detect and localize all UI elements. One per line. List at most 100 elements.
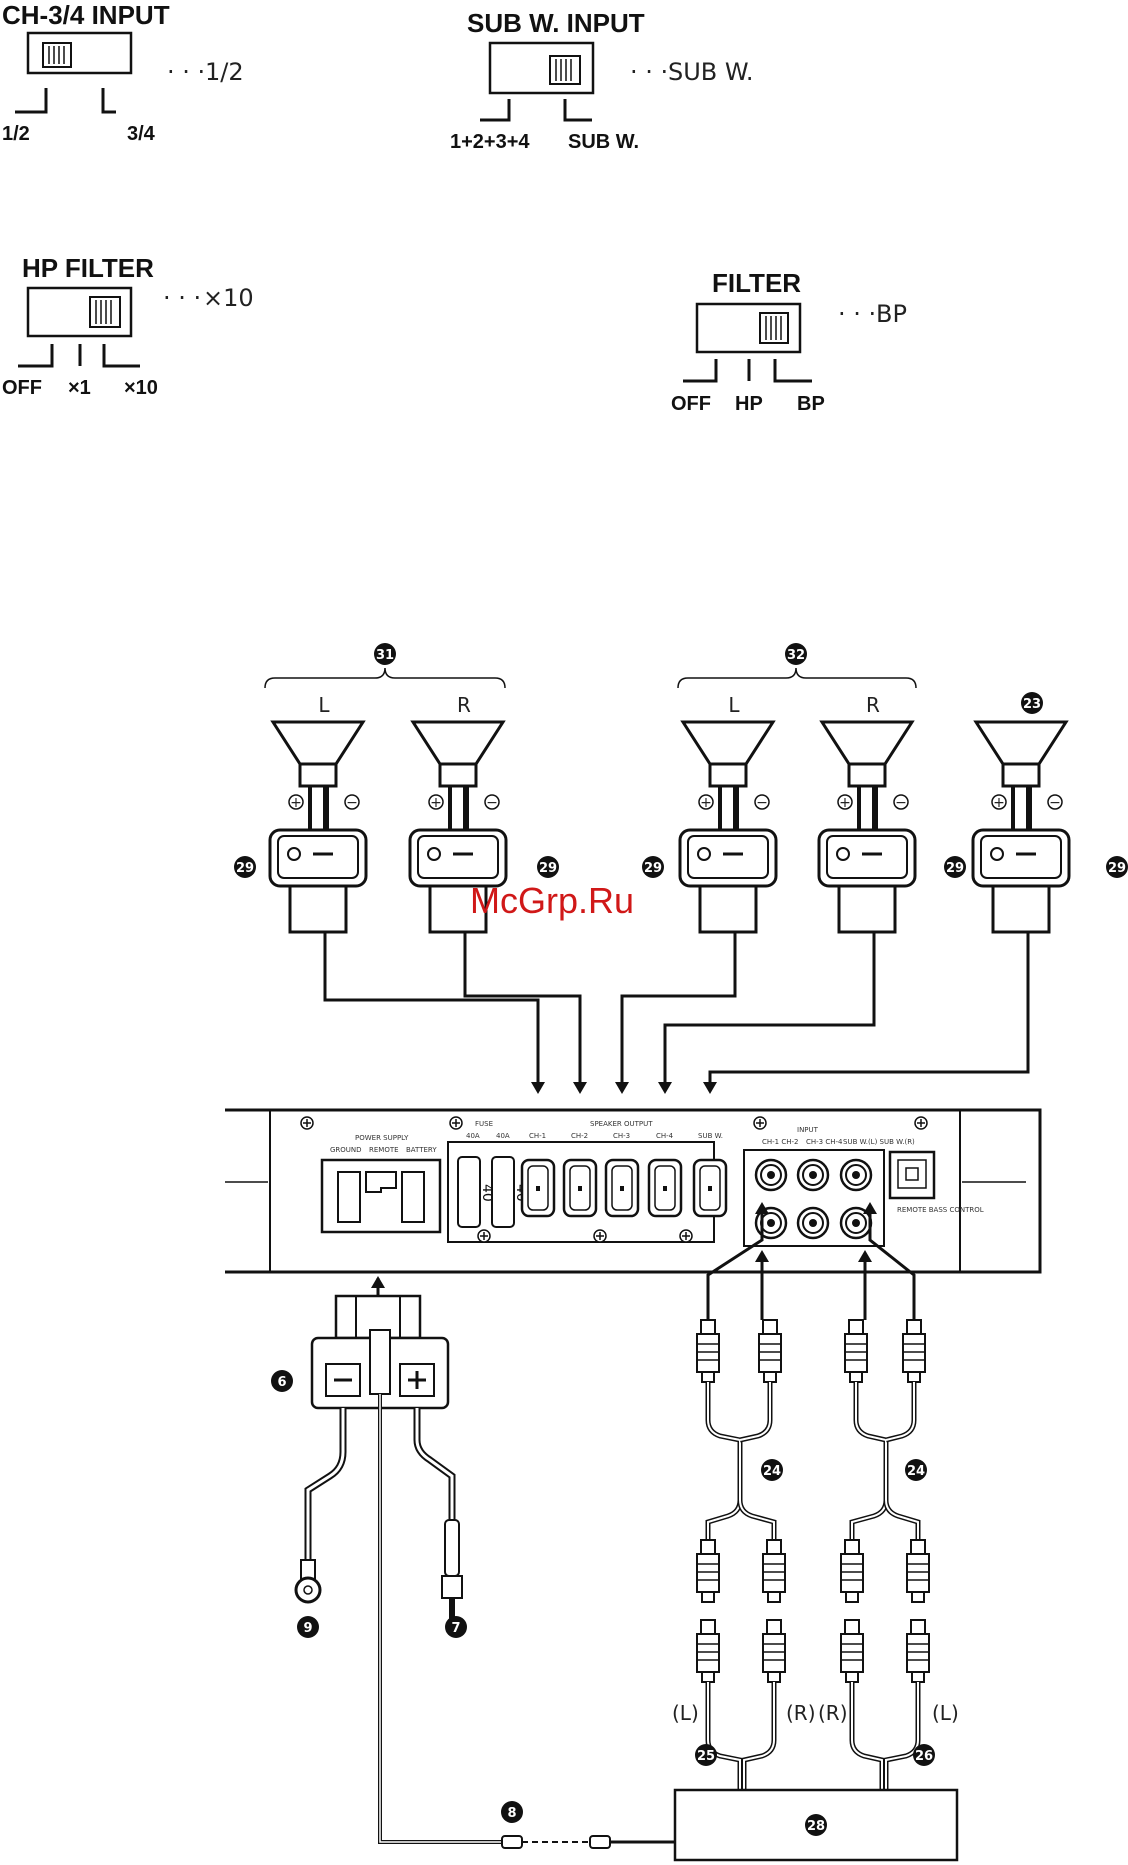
switch-title: HP FILTER — [22, 253, 154, 283]
amplifier-panel: POWER SUPPLY GROUND REMOTE BATTERY FUSE … — [225, 1108, 1042, 1274]
switch-title: CH-3/4 INPUT — [2, 0, 170, 30]
input-jack[interactable] — [796, 1206, 830, 1240]
speaker-output-label: SPEAKER OUTPUT — [590, 1120, 653, 1128]
switch-subw-input[interactable]: SUB W. INPUT 1+2+3+4 SUB W. · · · SUB W. — [450, 8, 754, 153]
remote-bass-control-jack[interactable] — [888, 1150, 936, 1200]
callout-badge — [297, 1616, 319, 1638]
switch-position: ×1 — [68, 377, 91, 399]
speaker-group-2: 32 — [677, 643, 917, 689]
svg-text:+: + — [290, 795, 302, 811]
switch-position: HP — [735, 393, 763, 415]
callout-badge — [805, 1814, 827, 1836]
switch-setting: BP — [876, 300, 907, 328]
speaker-connector — [817, 828, 917, 934]
switch-filter[interactable]: FILTER OFF HP BP · · · BP — [671, 268, 907, 415]
speaker-output-terminal[interactable] — [647, 1158, 683, 1218]
callout-number: 24 — [907, 1464, 925, 1479]
power-supply-label: POWER SUPPLY — [355, 1134, 409, 1142]
switch-setting: ×10 — [203, 284, 254, 312]
svg-text:29: 29 — [644, 861, 662, 876]
rca-cable-right — [840, 1319, 930, 1790]
speaker-rear-right — [822, 722, 912, 832]
svg-text:+: + — [839, 795, 851, 811]
svg-text:−: − — [756, 795, 768, 811]
switch-dots: · · · — [163, 284, 201, 312]
switch-hp-filter[interactable]: HP FILTER OFF ×1 ×10 · · · ×10 — [2, 253, 254, 399]
callout-badge — [905, 1459, 927, 1481]
callout-number: 7 — [451, 1621, 460, 1636]
speaker-output-terminal[interactable] — [604, 1158, 640, 1218]
ground-wire — [294, 1408, 347, 1604]
rca-channel-label: (R) — [818, 1701, 848, 1725]
speaker-rear-left — [683, 722, 773, 832]
speaker-front-left — [273, 722, 363, 832]
speaker-group-1: 31 — [264, 643, 506, 689]
callout-badge — [695, 1744, 717, 1766]
callout-number: 9 — [303, 1621, 312, 1636]
wire-arrows — [531, 1082, 717, 1094]
speaker-connector — [268, 828, 368, 934]
rca-channel-label: (L) — [932, 1701, 959, 1725]
rca-channel-label: (L) — [672, 1701, 699, 1725]
callout-badge — [445, 1616, 467, 1638]
callout-number: 31 — [376, 648, 394, 663]
battery-label: BATTERY — [406, 1146, 437, 1154]
speaker-connector — [971, 828, 1071, 934]
callout-badge — [913, 1744, 935, 1766]
callout-badge — [785, 643, 807, 665]
power-connector — [310, 1276, 450, 1410]
speaker-channel-label: L — [318, 693, 330, 717]
svg-text:29: 29 — [236, 861, 254, 876]
input-column-label: CH-3 CH-4 — [806, 1138, 843, 1146]
polarity-marks: + − + − + − + − + − — [288, 794, 1063, 811]
output-channel-label: SUB W. — [698, 1132, 723, 1140]
svg-text:+: + — [700, 795, 712, 811]
fuse-rating: 40A — [466, 1132, 480, 1140]
svg-text:29: 29 — [539, 861, 557, 876]
speaker-output-terminal[interactable] — [692, 1158, 728, 1218]
switch-ch34-input[interactable]: CH-3/4 INPUT 1/2 3/4 · · · 1/2 — [2, 0, 244, 145]
remote-label: REMOTE — [369, 1146, 399, 1154]
callout-number: 23 — [1023, 697, 1041, 712]
source-unit: 28 — [673, 1788, 959, 1862]
svg-text:+: + — [993, 795, 1005, 811]
input-jack[interactable] — [839, 1158, 873, 1192]
svg-text:−: − — [346, 795, 358, 811]
switch-dots: · · · — [838, 300, 876, 328]
battery-wire — [413, 1408, 463, 1630]
switch-title: SUB W. INPUT — [467, 8, 645, 38]
speaker-channel-label: R — [457, 693, 471, 717]
fuse-label: FUSE — [475, 1120, 493, 1128]
subwoofer-label: 23 — [1021, 692, 1043, 714]
rca-cable-left — [696, 1319, 786, 1790]
svg-text:−: − — [1049, 795, 1061, 811]
switch-position: BP — [797, 393, 825, 415]
switch-position: ×10 — [124, 377, 158, 399]
switch-position: OFF — [2, 377, 42, 399]
switch-position: 1+2+3+4 — [450, 131, 530, 153]
callout-number: 25 — [697, 1749, 715, 1764]
callout-badge — [271, 1370, 293, 1392]
switch-title: FILTER — [712, 268, 801, 298]
callout-badge — [1021, 692, 1043, 714]
remote-wire — [378, 1394, 675, 1849]
callout-badge — [501, 1801, 523, 1823]
callout-number: 24 — [763, 1464, 781, 1479]
switch-position: 1/2 — [2, 123, 30, 145]
callout-number: 26 — [915, 1749, 933, 1764]
speaker-connector — [678, 828, 778, 934]
callout-number: 8 — [507, 1806, 516, 1821]
speaker-output-terminal[interactable] — [520, 1158, 556, 1218]
switch-dots: · · · — [630, 58, 668, 86]
input-jack[interactable] — [754, 1158, 788, 1192]
speaker-channel-label: L — [728, 693, 740, 717]
switch-position: 3/4 — [127, 123, 156, 145]
output-channel-label: CH-3 — [613, 1132, 630, 1140]
input-jack[interactable] — [796, 1158, 830, 1192]
fuse-rating: 40A — [496, 1132, 510, 1140]
switch-setting: SUB W. — [668, 58, 754, 86]
rca-arrows — [755, 1202, 877, 1262]
speaker-output-terminal[interactable] — [562, 1158, 598, 1218]
switch-setting: 1/2 — [205, 58, 244, 86]
speaker-subwoofer — [976, 722, 1066, 832]
